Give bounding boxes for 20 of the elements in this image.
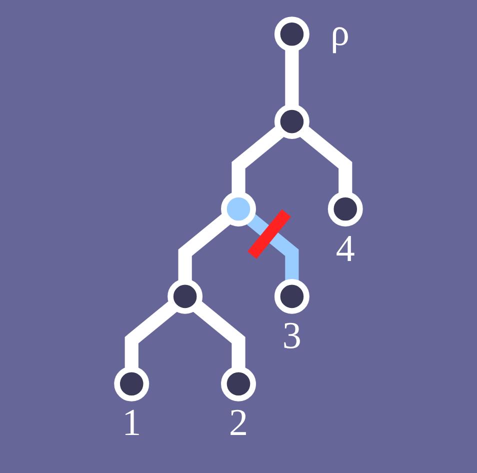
connector <box>124 300 178 370</box>
leaf-number: 4 <box>336 230 355 268</box>
node-circle <box>274 16 310 52</box>
node-circle <box>328 192 363 226</box>
node-circle <box>221 192 256 226</box>
connector <box>245 212 299 282</box>
connector <box>192 300 246 370</box>
node-circle <box>114 366 150 402</box>
node-circle <box>221 366 256 402</box>
node-caption: ρ <box>330 14 350 52</box>
node-circle <box>168 278 203 314</box>
connector <box>285 48 299 107</box>
leaf-number: 1 <box>122 404 142 442</box>
node-circle <box>274 104 310 140</box>
leaf-number: 3 <box>282 317 302 355</box>
connector <box>178 212 232 282</box>
node-circle <box>274 278 310 314</box>
leaf-number: 2 <box>229 404 248 442</box>
connector <box>232 126 285 194</box>
connector <box>298 126 352 194</box>
